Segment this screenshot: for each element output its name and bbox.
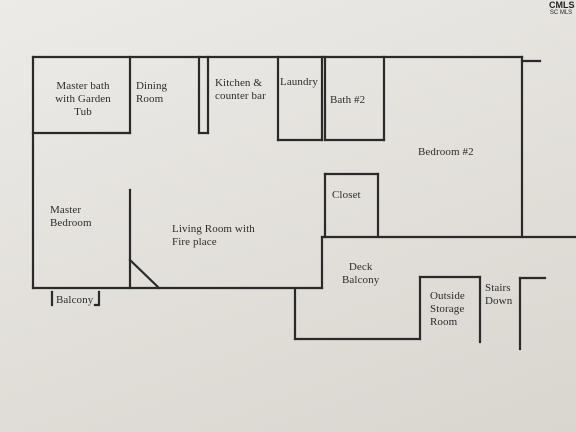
label-closet: Closet [332, 189, 361, 201]
label-bath2: Bath #2 [330, 94, 366, 106]
logo-line2: SC MLS [549, 10, 573, 16]
label-balcony: Balcony [56, 294, 94, 306]
label-dining: Dining Room [136, 80, 168, 105]
balcony-bracket [50, 290, 101, 307]
logo-line1: CMLS [549, 0, 575, 10]
label-laundry: Laundry [280, 76, 318, 88]
label-living-room: Living Room with Fire place [172, 223, 255, 248]
label-kitchen: Kitchen & counter bar [215, 77, 266, 102]
label-stairs-down: Stairs Down [485, 282, 513, 307]
mls-logo: CMLS SC MLS [549, 0, 575, 17]
label-master-bath: Master bath with Garden Tub [55, 80, 111, 118]
label-bedroom2: Bedroom #2 [418, 146, 474, 158]
door-swing [128, 258, 161, 290]
label-deck-balcony: Deck Balcony [342, 261, 380, 286]
label-master-bedroom: Master Bedroom [50, 204, 92, 229]
label-storage-room: Outside Storage Room [430, 290, 465, 328]
